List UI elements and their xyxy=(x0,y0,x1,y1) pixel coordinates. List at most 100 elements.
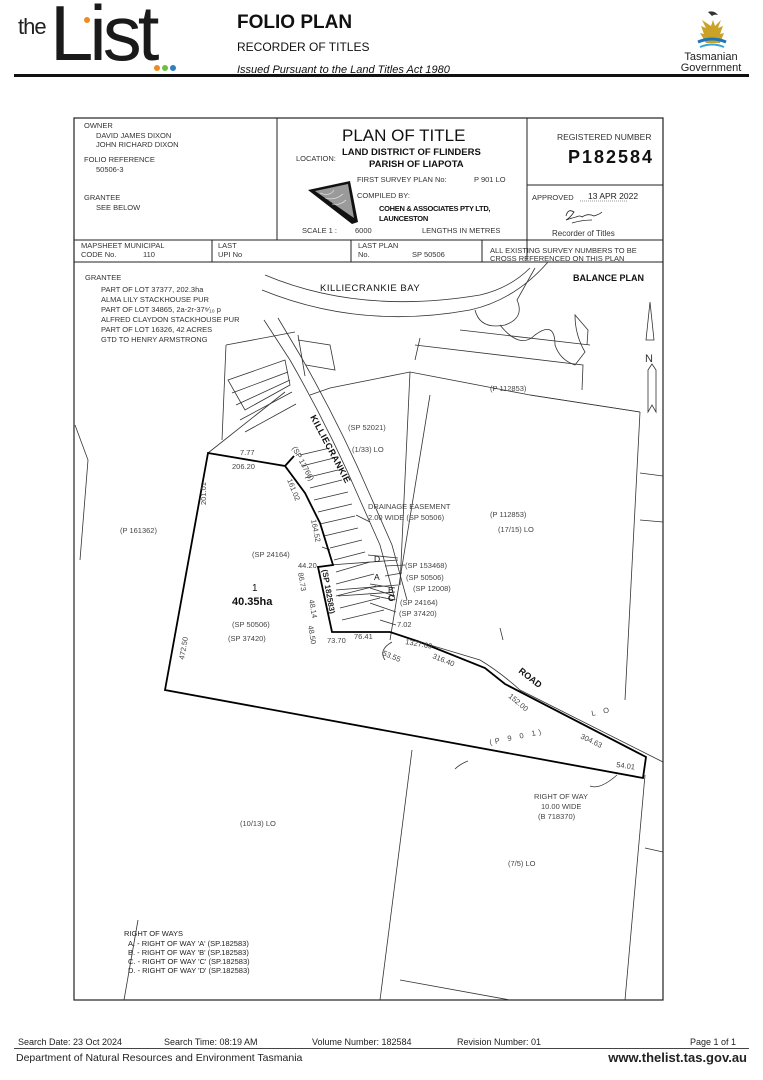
dimension-label: 48.50 xyxy=(306,625,318,645)
row-letter-a: A xyxy=(374,572,380,582)
dimension-label: 7.77 xyxy=(240,448,255,457)
mapsheet-label-1: MAPSHEET MUNICIPAL xyxy=(81,241,165,250)
compiled-by-company: COHEN & ASSOCIATES PTY LTD, xyxy=(379,204,490,213)
parcel-label: (P 112853) xyxy=(490,384,527,393)
dimension-label: 44.20 xyxy=(298,561,317,570)
thelist-logo-the: the xyxy=(18,14,47,39)
mapsheet-label-2: CODE No. xyxy=(81,250,116,259)
dimension-label: 53.55 xyxy=(381,649,402,664)
parcel-label: (P 161362) xyxy=(120,526,157,535)
parcel-label: (SP 37420) xyxy=(228,634,266,643)
parcel-label: (P 112853) xyxy=(490,510,527,519)
grantee-line: ALFRED CLAYDON STACKHOUSE PUR xyxy=(101,315,240,324)
lot-area: 40.35ha xyxy=(232,596,273,608)
dimension-label: 76.41 xyxy=(354,632,373,641)
parcel-label: L O xyxy=(591,705,613,718)
footer-rule xyxy=(14,1048,749,1049)
dimension-label: 1327.69 xyxy=(405,637,433,651)
gov-line-2: Government xyxy=(680,62,742,74)
parcel-label: (SP 50506) xyxy=(232,620,270,629)
parcel-label: (SP 52021) xyxy=(348,423,386,432)
folio-plan-drawing: OWNER DAVID JAMES DIXON JOHN RICHARD DIX… xyxy=(73,117,664,1001)
dimension-label: 54.01 xyxy=(616,760,636,772)
right-of-way-width: 10.00 WIDE xyxy=(541,802,581,811)
last-plan-value: SP 50506 xyxy=(412,250,445,259)
dimension-label: 201.01 xyxy=(199,482,208,505)
owner-1: DAVID JAMES DIXON xyxy=(96,131,171,140)
drainage-easement-width: 2.00 WIDE (SP 50506) xyxy=(368,513,445,522)
location-label: LOCATION: xyxy=(296,154,336,163)
grantee-line: PART OF LOT 34865, 2a-2r-37⁸⁄₁₀ p xyxy=(101,305,221,314)
grantee-label: GRANTEE xyxy=(84,193,120,202)
parcel-label: (SP 153468) xyxy=(405,561,447,570)
right-of-way-label: RIGHT OF WAY xyxy=(534,792,588,801)
compiled-by-label: COMPILED BY: xyxy=(357,191,410,200)
last-upi-label-1: LAST xyxy=(218,241,237,250)
row-letter-c: C xyxy=(388,593,394,603)
mapsheet-value: 110 xyxy=(143,250,155,259)
gov-line-1: Tasmanian xyxy=(684,51,738,63)
north-arrow-icon: N xyxy=(645,301,657,414)
drawing-grantee-label: GRANTEE xyxy=(85,273,121,282)
dimension-label: 304.63 xyxy=(579,732,604,750)
grantee-line: PART OF LOT 16326, 42 ACRES xyxy=(101,325,212,334)
survey-note-2: CROSS REFERENCED ON THIS PLAN xyxy=(490,254,624,263)
compiled-by-city: LAUNCESTON xyxy=(379,214,428,223)
tasmanian-government-logo-icon xyxy=(697,11,727,48)
folio-reference-value: 50506-3 xyxy=(96,165,124,174)
parcel-label: (P 9 0 1) xyxy=(489,727,545,747)
survey-note-1: ALL EXISTING SURVEY NUMBERS TO BE xyxy=(490,246,637,255)
thelist-website-link[interactable]: www.thelist.tas.gov.au xyxy=(608,1050,747,1065)
logo-dot-blue-icon xyxy=(170,65,176,71)
dimension-label: 472.50 xyxy=(177,636,190,660)
scale-label: SCALE 1 : xyxy=(302,226,337,235)
dimension-label: 73.70 xyxy=(327,636,346,645)
first-survey-value: P 901 LO xyxy=(474,175,506,184)
lot-number: 1 xyxy=(252,583,258,594)
grantee-value: SEE BELOW xyxy=(96,203,141,212)
dimension-label: 7.02 xyxy=(397,620,412,629)
tasmanian-government-label: Tasmanian Government xyxy=(676,52,746,74)
parcel-label: (SP 24164) xyxy=(400,598,438,607)
right-of-way-item: C. - RIGHT OF WAY 'C' (SP.182583) xyxy=(128,957,250,966)
last-upi-label-2: UPI No xyxy=(218,250,242,259)
killiecrankie-bay-label: KILLIECRANKIE BAY xyxy=(320,283,420,294)
location-map-icon xyxy=(308,181,358,224)
parcel-label: (7/5) LO xyxy=(508,859,536,868)
recorder-of-titles-label: Recorder of Titles xyxy=(552,229,615,238)
header-rule xyxy=(14,74,749,77)
right-of-way-reference: (B 718370) xyxy=(538,812,576,821)
right-of-way-item: A. - RIGHT OF WAY 'A' (SP.182583) xyxy=(128,939,249,948)
parcel-label: (1/33) LO xyxy=(352,445,384,454)
registered-number: P182584 xyxy=(568,147,654,167)
parcel-label: (SP 12008) xyxy=(413,584,451,593)
approved-label: APPROVED xyxy=(532,193,574,202)
logo-dot-orange-top-icon xyxy=(84,17,90,23)
first-survey-label: FIRST SURVEY PLAN No: xyxy=(357,175,447,184)
page-title: FOLIO PLAN xyxy=(237,12,353,33)
owner-label: OWNER xyxy=(84,121,113,130)
act-notice: Issued Pursuant to the Land Titles Act 1… xyxy=(237,64,450,76)
parcel-label: (SP 37420) xyxy=(399,609,437,618)
page-subtitle: RECORDER OF TITLES xyxy=(237,40,370,54)
page-header: the List FOLIO PLAN RECORDER OF TITLES I… xyxy=(0,0,763,80)
lengths-unit: LENGTHS IN METRES xyxy=(422,226,500,235)
department-name: Department of Natural Resources and Envi… xyxy=(16,1052,303,1064)
page-number: Page 1 of 1 xyxy=(690,1037,737,1047)
dimension-label: 86.73 xyxy=(296,572,308,592)
logo-dot-orange-icon xyxy=(154,65,160,71)
right-of-way-item: B. - RIGHT OF WAY 'B' (SP.182583) xyxy=(128,948,249,957)
row-letter-b: B xyxy=(388,585,394,595)
dimension-label: 48.14 xyxy=(307,599,319,619)
search-date: Search Date: 23 Oct 2024 xyxy=(18,1037,123,1047)
north-label: N xyxy=(645,353,653,365)
dimension-label: 206.20 xyxy=(232,462,255,471)
last-plan-label-2: No. xyxy=(358,250,370,259)
search-time: Search Time: 08:19 AM xyxy=(164,1037,258,1047)
land-district: LAND DISTRICT OF FLINDERS xyxy=(342,147,481,158)
lot-1-boundary xyxy=(163,451,647,780)
registered-number-label: REGISTERED NUMBER xyxy=(557,132,651,142)
row-letter-d: D xyxy=(374,554,380,564)
dimension-label: 161.02 xyxy=(285,477,302,502)
parcel-label: (10/13) LO xyxy=(240,819,276,828)
